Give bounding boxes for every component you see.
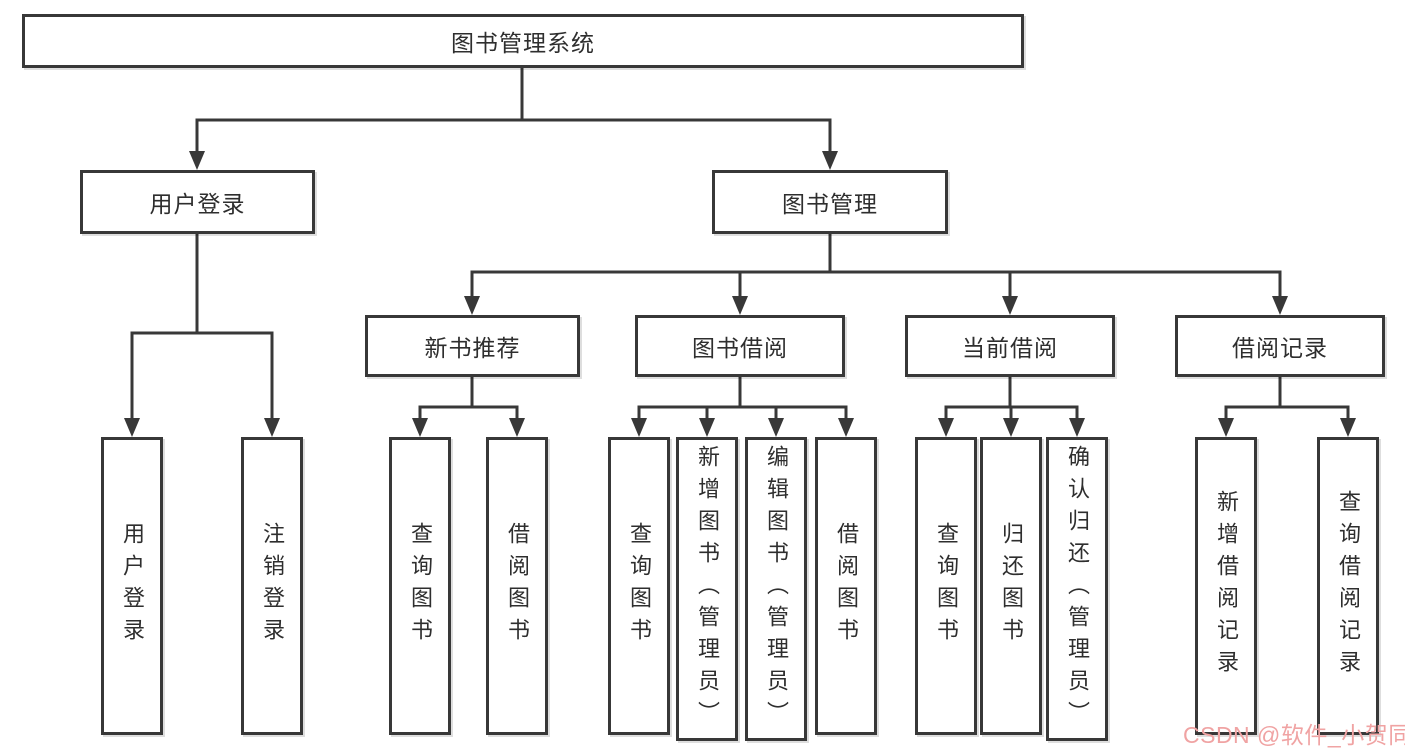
node-label: 用户登录 — [149, 191, 246, 217]
watermark: CSDN @软件_小贺同学 — [1183, 722, 1405, 748]
leaf-confirm-return-admin: 确认归还（管理员） — [1046, 437, 1108, 741]
node-user-login: 用户登录 — [80, 170, 315, 234]
node-label: 图书借阅 — [692, 335, 788, 361]
node-label: 新增图书（管理员） — [695, 445, 720, 733]
node-label: 归还图书 — [999, 522, 1024, 650]
leaf-search-books-borrowing: 查询图书 — [608, 437, 670, 735]
node-book-management: 图书管理 — [712, 170, 948, 234]
node-label: 新增借阅记录 — [1214, 490, 1239, 682]
leaf-return-books: 归还图书 — [980, 437, 1042, 735]
node-label: 编辑图书（管理员） — [764, 445, 789, 733]
node-label: 查询图书 — [934, 522, 959, 650]
node-label: 查询图书 — [408, 522, 433, 650]
node-new-book-recommendation: 新书推荐 — [365, 315, 580, 377]
node-library-management-system: 图书管理系统 — [22, 14, 1024, 68]
node-label: 新书推荐 — [424, 335, 521, 361]
node-label: 当前借阅 — [962, 335, 1058, 361]
arrowheads — [124, 151, 1356, 437]
leaf-add-borrowing-record: 新增借阅记录 — [1195, 437, 1257, 735]
leaf-borrow-books: 借阅图书 — [815, 437, 877, 735]
node-label: 借阅图书 — [505, 522, 530, 650]
leaf-search-books-recommend: 查询图书 — [389, 437, 451, 735]
leaf-search-books-current: 查询图书 — [915, 437, 977, 735]
node-label: 查询借阅记录 — [1336, 490, 1361, 682]
node-label: 图书管理系统 — [451, 30, 595, 56]
node-label: 用户登录 — [120, 522, 145, 650]
node-current-borrowing: 当前借阅 — [905, 315, 1115, 377]
leaf-add-books-admin: 新增图书（管理员） — [676, 437, 738, 741]
leaf-edit-books-admin: 编辑图书（管理员） — [745, 437, 807, 741]
leaf-borrow-books-recommend: 借阅图书 — [486, 437, 548, 735]
node-label: 图书管理 — [782, 191, 878, 217]
leaf-search-borrowing-record: 查询借阅记录 — [1317, 437, 1379, 735]
node-label: 借阅记录 — [1232, 335, 1328, 361]
node-label: 借阅图书 — [834, 522, 859, 650]
node-label: 查询图书 — [627, 522, 652, 650]
node-label: 注销登录 — [260, 522, 285, 650]
node-label: 确认归还（管理员） — [1065, 445, 1090, 733]
node-borrowing-records: 借阅记录 — [1175, 315, 1385, 377]
leaf-user-login: 用户登录 — [101, 437, 163, 735]
leaf-logout: 注销登录 — [241, 437, 303, 735]
node-book-borrowing: 图书借阅 — [635, 315, 845, 377]
